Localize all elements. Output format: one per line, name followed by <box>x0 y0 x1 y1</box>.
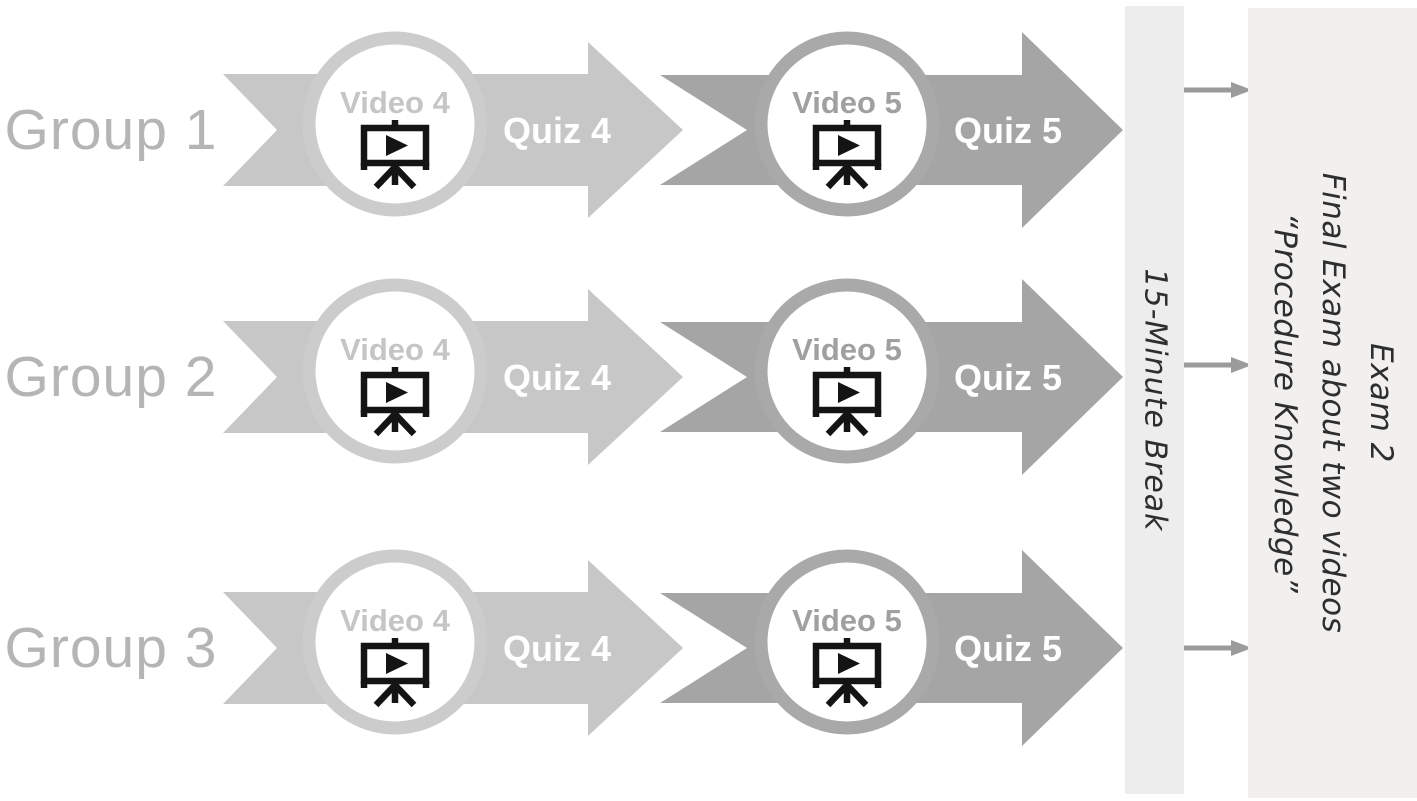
exam-quote: “Procedure Knowledge” <box>1266 212 1303 594</box>
video-4-label: Video 4 <box>340 85 450 120</box>
presentation-play-icon <box>812 120 882 190</box>
exam-title: Exam 2 <box>1362 343 1399 463</box>
exam-subtitle: Final Exam about two videos <box>1314 172 1351 634</box>
video-5-label: Video 5 <box>792 603 902 638</box>
video-5-label: Video 5 <box>792 85 902 120</box>
exam-panel: Exam 2 Final Exam about two videos “Proc… <box>1248 8 1417 798</box>
presentation-play-icon <box>360 367 430 437</box>
presentation-play-icon <box>360 120 430 190</box>
presentation-play-icon <box>360 638 430 708</box>
video-4-label: Video 4 <box>340 332 450 367</box>
group-2-label: Group 2 <box>4 345 218 409</box>
group-3-label: Group 3 <box>4 616 218 680</box>
right-arrow-icon <box>1184 82 1252 98</box>
presentation-play-icon <box>812 367 882 437</box>
group-1-row: Group 1 Quiz 4 Quiz 5 Video 4 Video 5 <box>0 3 1135 257</box>
quiz-4-label: Quiz 4 <box>503 628 611 669</box>
group-1-label: Group 1 <box>4 98 218 162</box>
group-2-row: Group 2 Quiz 4 Quiz 5 Video 4 Video 5 <box>0 250 1135 504</box>
break-bar-label: 15-Minute Break <box>1137 268 1172 532</box>
group-1-flow: Quiz 4 Quiz 5 Video 4 Video 5 <box>223 31 1123 228</box>
video-4-label: Video 4 <box>340 603 450 638</box>
presentation-play-icon <box>812 638 882 708</box>
quiz-5-label: Quiz 5 <box>954 357 1062 398</box>
right-arrow-icon <box>1184 357 1252 373</box>
group-3-flow: Quiz 4 Quiz 5 Video 4 Video 5 <box>223 549 1123 746</box>
quiz-4-label: Quiz 4 <box>503 110 611 151</box>
group-3-row: Group 3 Quiz 4 Quiz 5 Video 4 Video 5 <box>0 521 1135 775</box>
exam-panel-text: Exam 2 Final Exam about two videos “Proc… <box>1261 173 1405 634</box>
quiz-5-label: Quiz 5 <box>954 110 1062 151</box>
quiz-4-label: Quiz 4 <box>503 357 611 398</box>
break-bar: 15-Minute Break <box>1125 6 1184 794</box>
group-2-flow: Quiz 4 Quiz 5 Video 4 Video 5 <box>223 278 1123 475</box>
right-arrow-icon <box>1184 640 1252 656</box>
video-5-label: Video 5 <box>792 332 902 367</box>
quiz-5-label: Quiz 5 <box>954 628 1062 669</box>
